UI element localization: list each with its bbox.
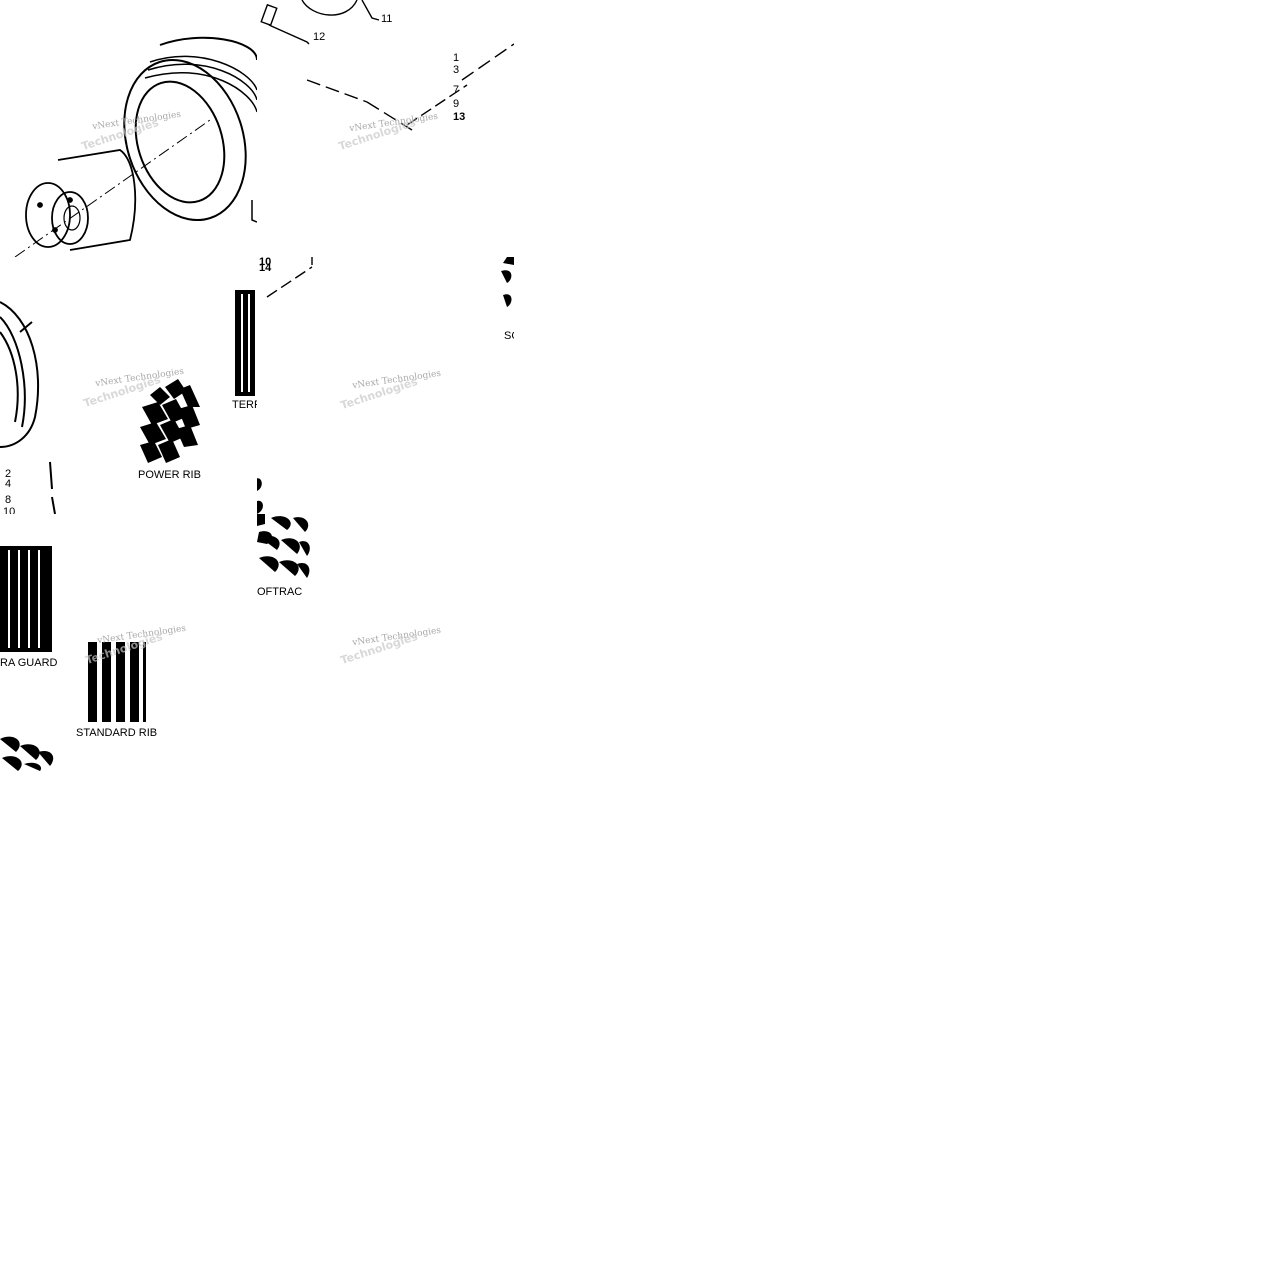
callout-3: 3 (453, 64, 460, 76)
callout-9: 9 (453, 98, 460, 110)
tread-label-power-rib: POWER RIB (138, 469, 201, 481)
tread-terra-guard-icon (235, 290, 255, 396)
tile-terra-section: 10 14 SC vNext Technologies Technologies (257, 257, 514, 514)
tread-standard-rib-icon (0, 546, 146, 771)
tread-softrac-icon (0, 736, 54, 771)
callout-4: 4 (5, 478, 12, 490)
callout-1: 1 (453, 52, 460, 64)
tile-callouts-upper: 11 12 1 3 7 9 13 vNext Technologies Tech… (257, 0, 514, 257)
tread-power-rib-icon (0, 301, 200, 514)
tread-label-standard-rib: STANDARD RIB (76, 727, 158, 739)
tile-softrac: OFTRAC vNext Technologies Technologies (257, 514, 514, 771)
callout-14: 14 (259, 262, 272, 274)
tile-standard-rib: RA GUARD STANDARD RIB vNext Technologies… (0, 514, 257, 771)
valve-stem-icon (260, 0, 514, 131)
callout-2: 2 (5, 468, 12, 480)
tile-power-rib: POWER RIB 2 4 8 10 vNext Technologies Te… (0, 257, 257, 514)
callout-7: 7 (453, 84, 460, 96)
callout-8: 8 (5, 494, 12, 506)
tile-tire-assembly: vNext Technologies Technologies (0, 0, 257, 257)
tread-label-terra-guard-partial: RA GUARD (0, 657, 58, 669)
wheel-rim-icon (25, 149, 137, 251)
callout-10b: 10 (259, 257, 272, 268)
tire-exploded-icon (14, 36, 257, 257)
callout-11: 11 (381, 13, 393, 25)
tread-softrac-icon (257, 514, 310, 578)
tread-terra-guard-icon (257, 257, 514, 514)
tread-label-softrac-partial: SC (504, 330, 514, 342)
tread-label-softrac-partial: OFTRAC (257, 586, 303, 598)
callout-12: 12 (313, 31, 326, 43)
tread-softrac-icon (257, 257, 514, 514)
callout-10: 10 (3, 506, 16, 515)
callout-13: 13 (453, 111, 466, 123)
